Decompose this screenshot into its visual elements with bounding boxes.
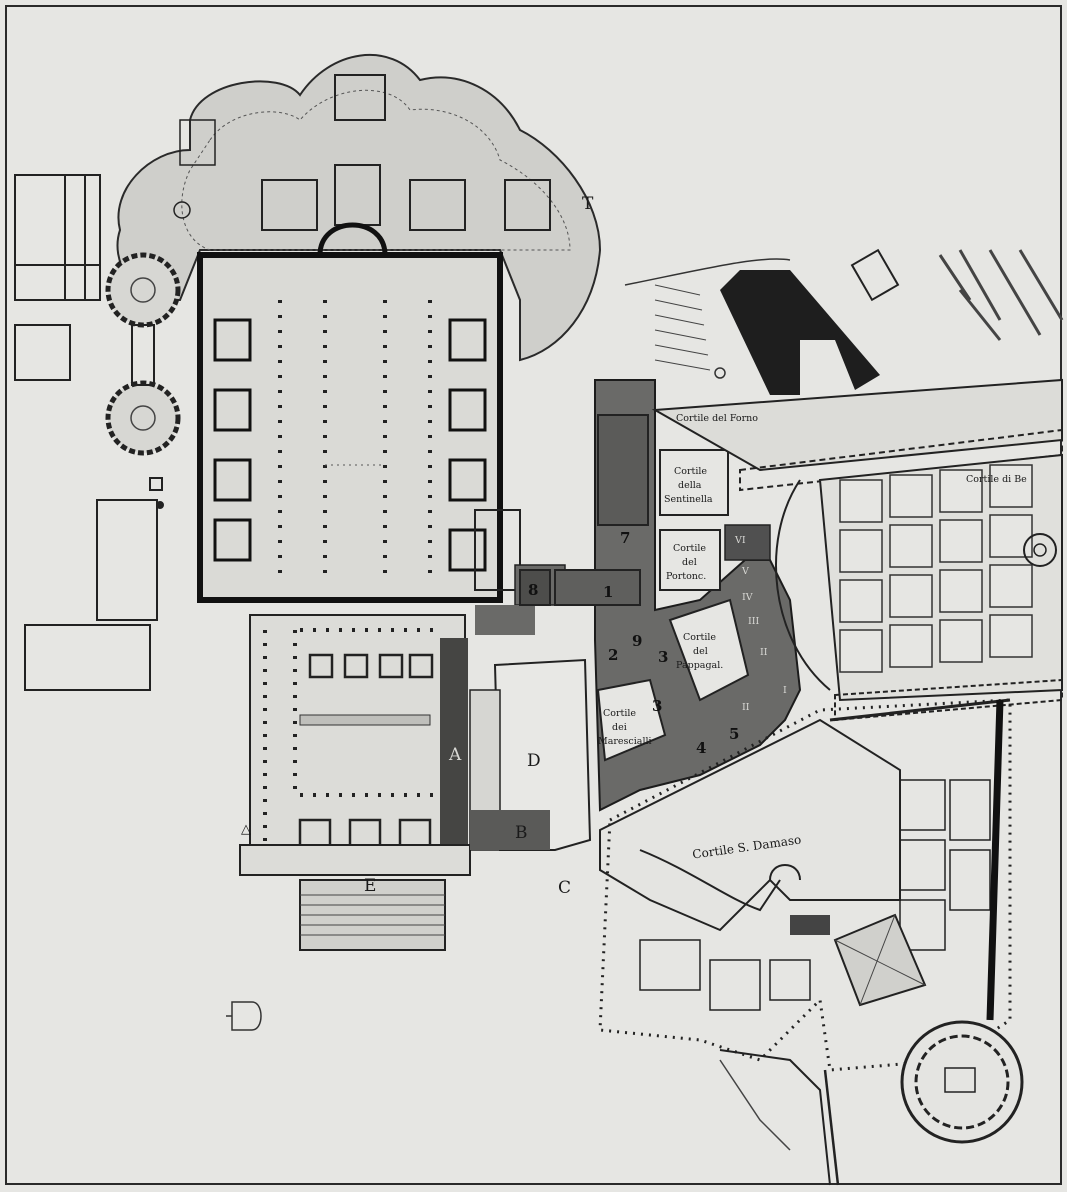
label-pappagalli-1: Cortile [683,632,716,643]
label-marescialli-1: Cortile [603,708,636,719]
number-3-upper: 3 [658,648,668,666]
letter-e: E [364,876,376,896]
hedges [938,249,1064,341]
roman-III: III [748,616,760,627]
number-7: 7 [620,529,630,547]
number-3-lower: 3 [652,697,662,715]
label-sentinella-1: Cortile [674,466,707,477]
roman-V: V [741,566,749,577]
roman-II-b: II [742,702,750,713]
rotundas [105,252,181,456]
triangle-mark: △ [241,822,251,837]
apse-gardens [116,54,602,362]
letter-a: A [448,745,462,765]
number-5: 5 [729,725,739,743]
label-sentinella-2: della [678,480,702,491]
letter-d: D [527,751,541,771]
atrium [239,614,471,951]
number-8: 8 [528,581,538,599]
letter-t: T [582,194,594,214]
roman-VI: VI [734,535,746,546]
label-portoncino-1: Cortile [673,543,706,554]
san-damaso-palace [598,698,1024,1186]
dark-wing [624,248,900,395]
label-pappagalli-2: del [693,646,708,657]
open-spaces [469,564,592,851]
label-pappagalli-3: Pappagal. [676,660,723,671]
number-2: 2 [608,646,618,664]
letter-b: B [515,823,528,843]
small-structure [226,1001,262,1031]
letter-c: C [558,878,571,898]
number-1: 1 [603,583,613,601]
roman-I: I [783,685,787,696]
label-portoncino-3: Portonc. [666,571,706,582]
label-sentinella-3: Sentinella [664,494,713,505]
number-4: 4 [696,739,706,757]
label-portoncino-2: del [682,557,697,568]
label-cortile-forno: Cortile del Forno [676,413,758,424]
label-marescialli-2: dei [612,722,627,733]
label-marescialli-3: Marescialli [598,736,652,747]
label-cortile-belvedere: Cortile di Be [966,474,1027,485]
roman-IV: IV [742,592,753,603]
shaded-apartments [519,379,802,812]
belvedere [651,378,1063,722]
left-buildings [14,174,164,691]
roman-II: II [760,647,768,658]
basilica [197,252,521,603]
number-9: 9 [632,632,642,650]
